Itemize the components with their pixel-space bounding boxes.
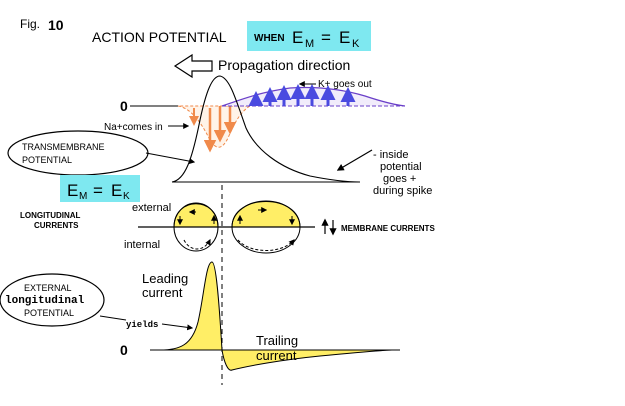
yields-connector [99, 315, 127, 321]
em-ek-highlight [60, 175, 140, 202]
external-line1: EXTERNAL [24, 283, 72, 293]
external-loop-left-fill [173, 203, 219, 228]
trailing-current-lobe [221, 349, 393, 371]
transmembrane-pointer [145, 152, 196, 165]
k-out-label: K+ goes out [318, 79, 372, 90]
condition-sub-m: M [305, 38, 314, 50]
external-label: external [132, 202, 171, 214]
yields-pointer [161, 323, 194, 331]
leading-current-lobe [159, 261, 223, 351]
condition-sub-k: K [352, 38, 360, 50]
internal-current-left [183, 238, 211, 250]
fig-number: 10 [48, 17, 64, 33]
inside-line3: goes + [383, 173, 416, 185]
fig-label: Fig. [20, 17, 40, 31]
external-potential-ellipse [0, 273, 105, 327]
leading-line2: current [142, 285, 183, 300]
condition-e2: E [339, 28, 350, 47]
em-ek-e2: E [111, 181, 122, 200]
condition-e1: E [292, 28, 303, 47]
em-ek-sub-m: M [79, 191, 87, 202]
longitudinal-line2: CURRENTS [34, 221, 79, 230]
yields-label: yields [126, 320, 158, 330]
internal-label: internal [124, 239, 160, 251]
longitudinal-line1: LONGITUDINAL [20, 211, 81, 220]
trailing-line2: current [256, 348, 297, 363]
condition-eq: = [321, 28, 331, 47]
external-line2: longitudinal [5, 295, 85, 307]
external-loop-right-fill [231, 201, 301, 228]
inside-line2: potential [380, 161, 422, 173]
transmembrane-line1: TRANSMEMBRANE [22, 142, 105, 152]
na-region [177, 105, 252, 148]
propagation-arrow-icon [173, 53, 213, 79]
external-zero-label: 0 [120, 342, 128, 358]
inside-line1: - inside [373, 149, 408, 161]
inside-pointer [336, 149, 373, 171]
em-ek-e1: E [67, 181, 78, 200]
title: ACTION POTENTIAL [92, 29, 227, 45]
potential-zero-label: 0 [120, 98, 128, 114]
em-ek-box: E M = E K [60, 175, 140, 202]
condition-box: WHEN E M = E K [247, 21, 371, 51]
leading-line1: Leading [142, 271, 188, 286]
membrane-currents-label: MEMBRANE CURRENTS [341, 224, 435, 233]
condition-highlight [247, 21, 371, 51]
em-ek-eq: = [93, 181, 103, 200]
transmembrane-line2: POTENTIAL [22, 155, 72, 165]
em-ek-sub-k: K [123, 191, 130, 202]
external-line3: POTENTIAL [24, 308, 74, 318]
internal-current-right [237, 239, 295, 251]
propagation-label: Propagation direction [218, 57, 350, 73]
condition-prefix: WHEN [254, 33, 285, 44]
transmembrane-ellipse [7, 130, 149, 176]
action-potential-curve [171, 75, 361, 183]
trailing-line1: Trailing [256, 333, 298, 348]
inside-line4: during spike [373, 185, 432, 197]
na-in-label: Na+comes in [104, 122, 163, 133]
